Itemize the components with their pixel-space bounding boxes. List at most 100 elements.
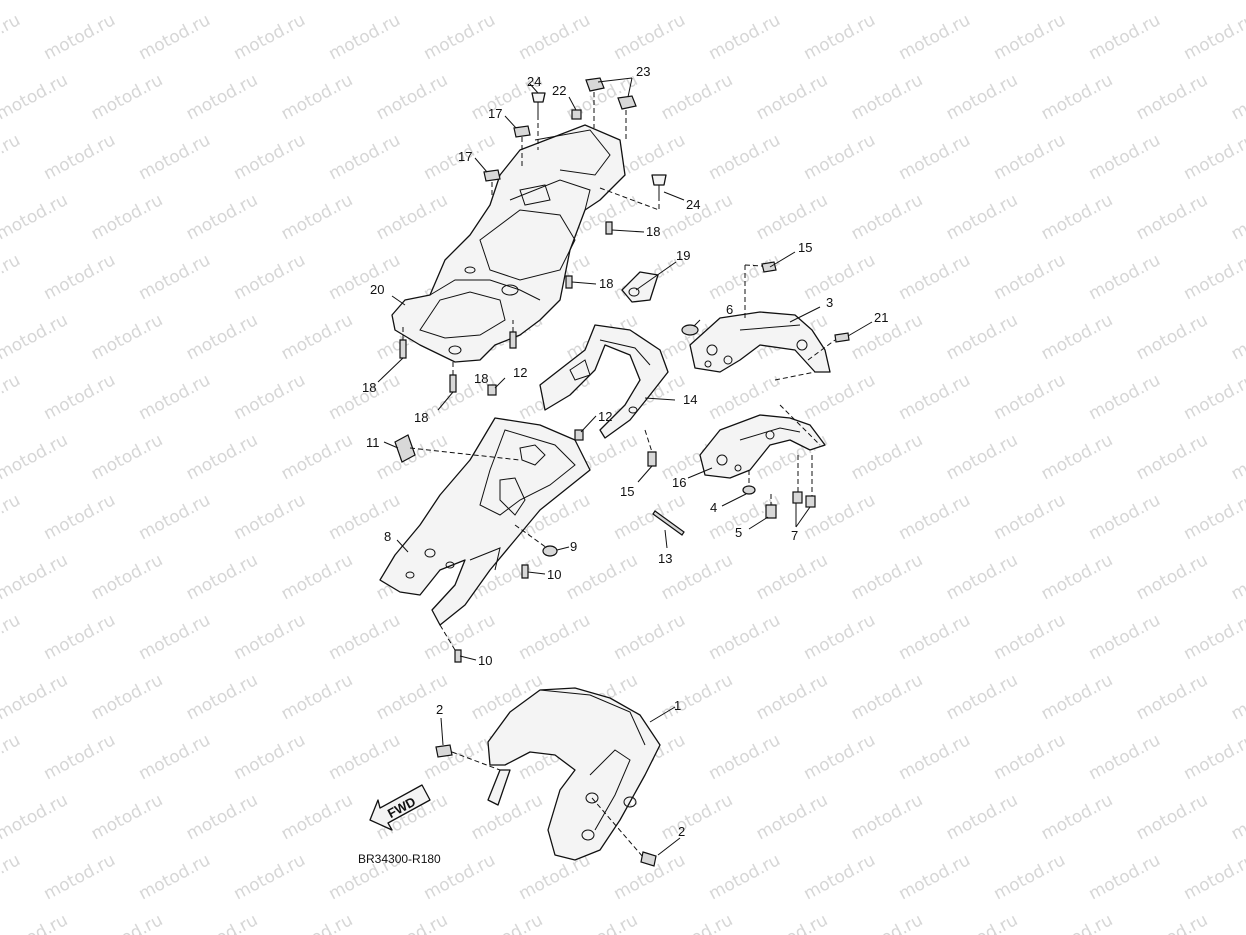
watermark-text: motod.ru <box>753 670 831 724</box>
part-16-license-bracket[interactable] <box>699 414 826 479</box>
watermark-text: motod.ru <box>658 910 736 935</box>
watermark-text: motod.ru <box>515 10 593 64</box>
part-8-rear-fender[interactable] <box>379 417 591 626</box>
part-21-bolt[interactable] <box>834 332 850 343</box>
watermark-text: motod.ru <box>0 130 24 184</box>
watermark-text: motod.ru <box>1228 70 1246 124</box>
part-24-clip-right[interactable] <box>651 174 667 196</box>
watermark-text: motod.ru <box>1133 430 1211 484</box>
watermark-text: motod.ru <box>658 670 736 724</box>
part-10-bolts[interactable] <box>454 564 529 663</box>
watermark-text: motod.ru <box>1038 0 1116 4</box>
watermark-text: motod.ru <box>40 610 118 664</box>
watermark-text: motod.ru <box>705 850 783 904</box>
watermark-text: motod.ru <box>1180 490 1246 544</box>
part-14-tail-cowl[interactable] <box>539 324 669 439</box>
callout-21: 21 <box>874 310 888 325</box>
watermark-text: motod.ru <box>753 910 831 935</box>
part-5-bolt[interactable] <box>765 504 777 519</box>
part-12-clip-right[interactable] <box>574 429 584 441</box>
part-22-nut[interactable] <box>571 109 582 120</box>
callout-2-lower: 2 <box>678 824 685 839</box>
watermark-text: motod.ru <box>373 70 451 124</box>
watermark-text: motod.ru <box>800 850 878 904</box>
watermark-text: motod.ru <box>0 850 24 904</box>
part-6-washer[interactable] <box>681 324 699 336</box>
watermark-text: motod.ru <box>1133 670 1211 724</box>
callout-18-e: 18 <box>414 410 428 425</box>
watermark-text: motod.ru <box>40 130 118 184</box>
watermark-text: motod.ru <box>40 10 118 64</box>
callout-18-d: 18 <box>362 380 376 395</box>
watermark-text: motod.ru <box>278 670 356 724</box>
part-24-clip-upper[interactable] <box>531 92 546 115</box>
part-20-inner-fender[interactable] <box>391 124 626 363</box>
callout-20: 20 <box>370 282 384 297</box>
watermark-text: motod.ru <box>848 790 926 844</box>
watermark-text: motod.ru <box>183 550 261 604</box>
watermark-text: motod.ru <box>88 0 166 4</box>
watermark-text: motod.ru <box>1228 670 1246 724</box>
part-13-cable-tie[interactable] <box>652 510 685 536</box>
part-4-washer[interactable] <box>742 485 756 495</box>
part-15-bolt-lower[interactable] <box>647 451 657 467</box>
watermark-text: motod.ru <box>1085 730 1163 784</box>
watermark-text: motod.ru <box>230 490 308 544</box>
watermark-text: motod.ru <box>420 730 498 784</box>
watermark-text: motod.ru <box>468 910 546 935</box>
watermark-text: motod.ru <box>0 730 24 784</box>
watermark-text: motod.ru <box>895 490 973 544</box>
watermark-text: motod.ru <box>990 250 1068 304</box>
watermark-text: motod.ru <box>278 0 356 4</box>
watermark-text: motod.ru <box>88 70 166 124</box>
callout-19: 19 <box>676 248 690 263</box>
part-17-grommet-a[interactable] <box>513 125 531 138</box>
watermark-text: motod.ru <box>278 430 356 484</box>
watermark-text: motod.ru <box>800 10 878 64</box>
watermark-text: motod.ru <box>135 490 213 544</box>
part-11-label[interactable] <box>394 434 416 463</box>
watermark-text: motod.ru <box>705 10 783 64</box>
watermark-text: motod.ru <box>1085 370 1163 424</box>
watermark-text: motod.ru <box>1180 850 1246 904</box>
watermark-text: motod.ru <box>278 910 356 935</box>
watermark-text: motod.ru <box>0 670 71 724</box>
bolts-18[interactable] <box>399 221 613 393</box>
part-15-bolt-upper[interactable] <box>761 261 777 273</box>
watermark-text: motod.ru <box>0 790 71 844</box>
watermark-text: motod.ru <box>1180 370 1246 424</box>
part-3-bracket[interactable] <box>689 311 831 373</box>
watermark-text: motod.ru <box>895 850 973 904</box>
watermark-text: motod.ru <box>88 430 166 484</box>
watermark-text: motod.ru <box>0 0 71 4</box>
callout-11: 11 <box>366 435 380 450</box>
part-1-front-fender[interactable] <box>487 687 661 861</box>
watermark-text: motod.ru <box>895 130 973 184</box>
watermark-text: motod.ru <box>990 10 1068 64</box>
watermark-text: motod.ru <box>895 610 973 664</box>
watermark-text: motod.ru <box>230 10 308 64</box>
watermark-text: motod.ru <box>0 370 24 424</box>
watermark-text: motod.ru <box>1180 250 1246 304</box>
watermark-text: motod.ru <box>943 430 1021 484</box>
watermark-text: motod.ru <box>1038 310 1116 364</box>
watermark-text: motod.ru <box>800 610 878 664</box>
part-2-bolt-upper[interactable] <box>435 744 453 758</box>
part-17-grommet-b[interactable] <box>483 169 501 182</box>
diagram-code: BR34300-R180 <box>358 852 441 866</box>
callout-18-c: 18 <box>474 371 488 386</box>
watermark-text: motod.ru <box>1038 430 1116 484</box>
watermark-text: motod.ru <box>1133 790 1211 844</box>
watermark-text: motod.ru <box>40 250 118 304</box>
callout-15-lower: 15 <box>620 484 634 499</box>
watermark-text: motod.ru <box>1133 190 1211 244</box>
watermark-text: motod.ru <box>848 430 926 484</box>
part-12-clip-left[interactable] <box>487 384 497 396</box>
part-9-nut[interactable] <box>542 545 558 557</box>
watermark-text: motod.ru <box>0 430 71 484</box>
watermark-text: motod.ru <box>325 730 403 784</box>
watermark-text: motod.ru <box>753 190 831 244</box>
part-23-grommets[interactable] <box>585 77 637 110</box>
watermark-text: motod.ru <box>183 0 261 4</box>
part-2-bolt-lower[interactable] <box>640 851 657 867</box>
